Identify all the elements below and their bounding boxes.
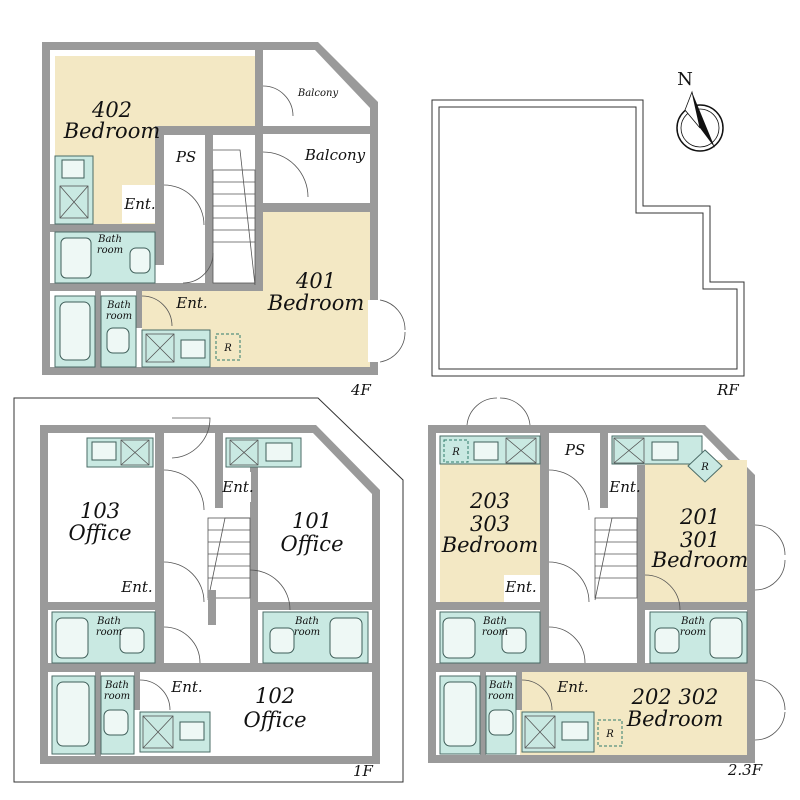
- entrance-203-label: Ent.: [504, 578, 536, 596]
- room-202-302-name: Bedroom: [626, 707, 724, 731]
- room-203-303-number-a: 203: [469, 489, 510, 513]
- room-203-303-number-b: 303: [470, 512, 510, 536]
- bathroom-203-label-b: room: [482, 627, 508, 638]
- room-401-main: [263, 212, 370, 367]
- pipe-space-2-3f-label: PS: [564, 441, 585, 459]
- north-label: N: [677, 69, 693, 90]
- bathroom-103-label-b: room: [96, 627, 122, 638]
- room-202-302-number: 202 302: [631, 685, 719, 709]
- plan-1f: 103 Office 101 Office 102 Office Ent. En…: [13, 397, 404, 783]
- room-102-number: 102: [255, 684, 295, 708]
- entrance-102-label: Ent.: [170, 678, 202, 696]
- bathroom-401-label-a: Bath: [106, 300, 131, 311]
- bathroom-401-label-b: room: [106, 311, 132, 322]
- fridge-4f-label: R: [223, 343, 232, 354]
- fridge-202-label: R: [605, 729, 614, 740]
- floor-label-1f: 1F: [353, 762, 374, 780]
- bathroom-103-label-a: Bath: [96, 616, 121, 627]
- bathroom-203-label-a: Bath: [482, 616, 507, 627]
- bathroom-402-label-a: Bath: [97, 234, 122, 245]
- bathroom-201-label-a: Bath: [680, 616, 705, 627]
- entrance-401-label: Ent.: [175, 294, 207, 312]
- room-103-name: Office: [69, 521, 132, 545]
- bathroom-101-label-b: room: [294, 627, 320, 638]
- balcony-top-label: Balcony: [297, 88, 339, 99]
- room-101-number: 101: [292, 509, 332, 533]
- room-201-301-name: Bedroom: [651, 548, 749, 572]
- bathroom-402-label-b: room: [97, 245, 123, 256]
- plan-2-3f: 203 303 Bedroom 201 301 Bedroom 202 302 …: [428, 397, 786, 779]
- room-402-number: 402: [91, 98, 132, 122]
- bathroom-202-label-a: Bath: [488, 680, 513, 691]
- entrance-201-label: Ent.: [608, 478, 640, 496]
- bathroom-102-label-a: Bath: [104, 680, 129, 691]
- room-201-301-number-a: 201: [679, 505, 720, 529]
- pipe-space-label: PS: [175, 148, 196, 166]
- room-203-303-name: Bedroom: [441, 533, 539, 557]
- floor-label-rf: RF: [716, 381, 739, 399]
- room-201-301: [645, 460, 747, 605]
- room-401-number: 401: [295, 269, 336, 293]
- fridge-203-label: R: [451, 447, 460, 458]
- room-102-name: Office: [244, 708, 307, 732]
- entrance-402-label: Ent.: [123, 195, 155, 213]
- room-201-301-number-b: 301: [680, 528, 720, 552]
- room-101-name: Office: [281, 532, 344, 556]
- entrance-101-label: Ent.: [221, 478, 253, 496]
- entrance-202-label: Ent.: [556, 678, 588, 696]
- bathroom-202-label-b: room: [488, 691, 514, 702]
- room-402-name: Bedroom: [63, 119, 161, 143]
- room-402-top: [55, 56, 255, 126]
- bathroom-102-label-b: room: [104, 691, 130, 702]
- floor-label-2-3f: 2.3F: [727, 761, 763, 779]
- bathroom-101-label-a: Bath: [294, 616, 319, 627]
- plan-4f: 402 Bedroom 401 Bedroom PS Balcony Balco…: [42, 42, 406, 399]
- plan-rf: RF: [431, 99, 745, 399]
- fridge-201-label: R: [700, 462, 709, 473]
- room-103-number: 103: [80, 499, 120, 523]
- floor-label-4f: 4F: [350, 381, 372, 399]
- room-401-name: Bedroom: [267, 291, 365, 315]
- balcony-right-label: Balcony: [304, 146, 366, 164]
- bathroom-201-label-b: room: [680, 627, 706, 638]
- entrance-103-label: Ent.: [120, 578, 152, 596]
- north-compass-icon: N: [676, 69, 724, 152]
